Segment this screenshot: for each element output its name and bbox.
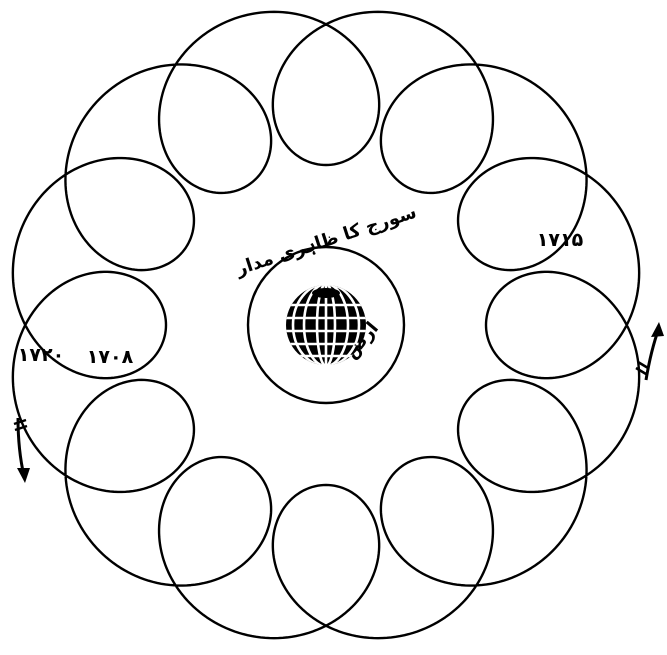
year-label-1720: ۱۷۲۰ — [18, 344, 64, 366]
year-label-1708: ۱۷۰۸ — [87, 346, 134, 368]
motion-arrow-left — [14, 418, 30, 483]
sun-orbit-label: سورج کا ظاہری مدار — [233, 202, 420, 280]
year-label-1715: ۱۷۱۵ — [537, 229, 584, 251]
motion-arrow-right — [636, 322, 664, 380]
